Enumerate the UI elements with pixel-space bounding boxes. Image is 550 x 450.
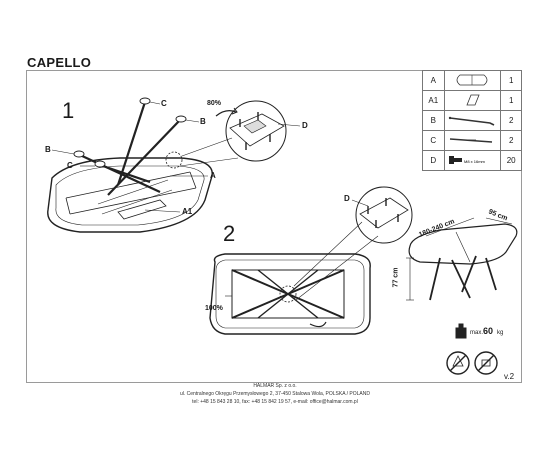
leg-c-icon <box>450 137 493 143</box>
part-qty: 2 <box>500 130 522 151</box>
percent-top: 80% <box>207 100 222 107</box>
part-tabletop-icon <box>443 70 502 91</box>
extension-insert-icon <box>466 94 481 105</box>
max-load-prefix: max. <box>470 330 484 336</box>
detail-circle-top <box>225 100 301 162</box>
footer-company: HALMAR Sp. z o.o. <box>253 383 297 389</box>
callout-b-top: B <box>200 117 206 126</box>
part-qty: 2 <box>500 110 522 131</box>
part-insert-icon <box>443 90 502 111</box>
callout-a1: A1 <box>182 207 193 216</box>
part-label: D <box>422 150 445 171</box>
callout-a: A <box>210 171 216 180</box>
part-qty: 20 <box>500 150 522 171</box>
parts-row-b: B 2 <box>422 110 522 131</box>
callout-b-left: B <box>45 145 51 154</box>
max-load-value: 60 <box>483 326 494 336</box>
parts-row-a1: A1 1 <box>422 90 522 111</box>
weight-icon <box>455 323 467 339</box>
footer-contact: tel: +48 15 843 28 10, fax: +48 15 842 1… <box>192 399 358 405</box>
step1-tabletop <box>47 157 213 233</box>
footer-address: ul. Centralnego Okręgu Przemysłowego 2, … <box>179 391 370 397</box>
parts-row-d: D M8 x 16mm 20 <box>422 150 522 171</box>
max-load-unit: kg <box>497 330 504 336</box>
tabletop-icon <box>457 74 488 85</box>
callout-d-step2: D <box>344 194 350 203</box>
detail-circle-step2 <box>351 186 413 244</box>
leg-b-icon <box>449 116 495 126</box>
version-label: v.2 <box>504 372 515 381</box>
parts-table: A 1 A1 1 B <box>422 70 522 171</box>
bolt-icon: M8 x 16mm <box>449 155 486 164</box>
parts-row-a: A 1 <box>422 70 522 91</box>
product-title: CAPELLO <box>27 55 92 70</box>
step2-tabletop <box>209 253 371 335</box>
step-number-2: 2 <box>223 221 236 246</box>
callout-c-top: C <box>161 99 167 108</box>
part-bolt-icon: M8 x 16mm <box>443 150 502 171</box>
callout-d-top: D <box>302 121 308 130</box>
company-footer: HALMAR Sp. z o.o. ul. Centralnego Okręgu… <box>0 382 550 406</box>
dimension-height: 77 cm <box>392 267 400 288</box>
callout-c-left: C <box>67 161 73 170</box>
drawing-frame <box>26 70 522 383</box>
step-number-1: 1 <box>62 98 75 123</box>
step1-legs <box>79 101 181 196</box>
safety-icons <box>446 351 498 375</box>
bolt-spec: M8 x 16mm <box>464 159 486 164</box>
percent-bottom: 100% <box>205 305 223 312</box>
assembled-table <box>406 217 518 301</box>
